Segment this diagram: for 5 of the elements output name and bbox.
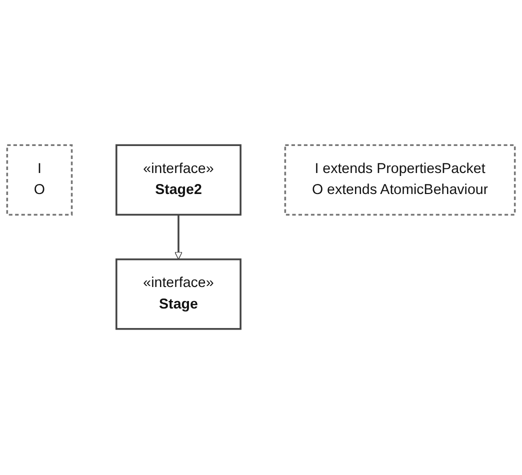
arrow [174,215,182,260]
node-box: I extends PropertiesPacket O extends AtomicBehaviour [284,144,516,216]
node-box: «interface» Stage [116,258,242,330]
node-box: I O [6,144,73,216]
node-box: «interface» Stage2 [116,144,242,216]
